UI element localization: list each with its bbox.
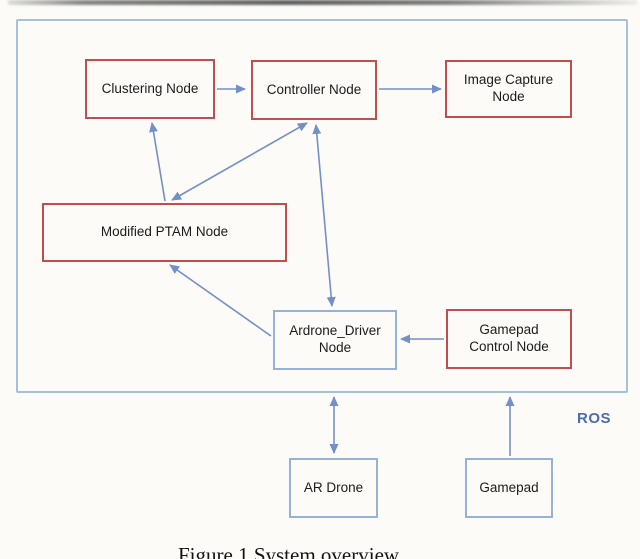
node-image-capture-label: Image Capture Node <box>463 72 554 104</box>
node-gamepad: Gamepad <box>465 458 553 518</box>
ros-boundary-box <box>16 19 628 393</box>
node-clustering-label: Clustering Node <box>101 80 199 96</box>
node-gamepad-control-label: Gamepad Control Node <box>469 322 549 354</box>
node-controller-label: Controller Node <box>266 81 362 97</box>
node-controller: Controller Node <box>251 60 377 120</box>
cropped-artifact-strip <box>8 0 637 5</box>
node-ardrone-driver-label: Ardrone_Driver Node <box>289 323 381 355</box>
figure-caption: Figure 1 System overview <box>178 543 400 559</box>
node-gamepad-control: Gamepad Control Node <box>446 309 572 369</box>
node-ardrone-driver: Ardrone_Driver Node <box>273 310 397 370</box>
node-modified-ptam: Modified PTAM Node <box>42 203 287 262</box>
ros-label: ROS <box>577 410 612 427</box>
node-modified-ptam-label: Modified PTAM Node <box>100 224 229 240</box>
node-gamepad-label: Gamepad <box>479 479 539 495</box>
node-image-capture: Image Capture Node <box>445 60 572 118</box>
node-clustering: Clustering Node <box>85 59 215 119</box>
node-ar-drone-label: AR Drone <box>303 479 364 495</box>
node-ar-drone: AR Drone <box>289 458 378 518</box>
